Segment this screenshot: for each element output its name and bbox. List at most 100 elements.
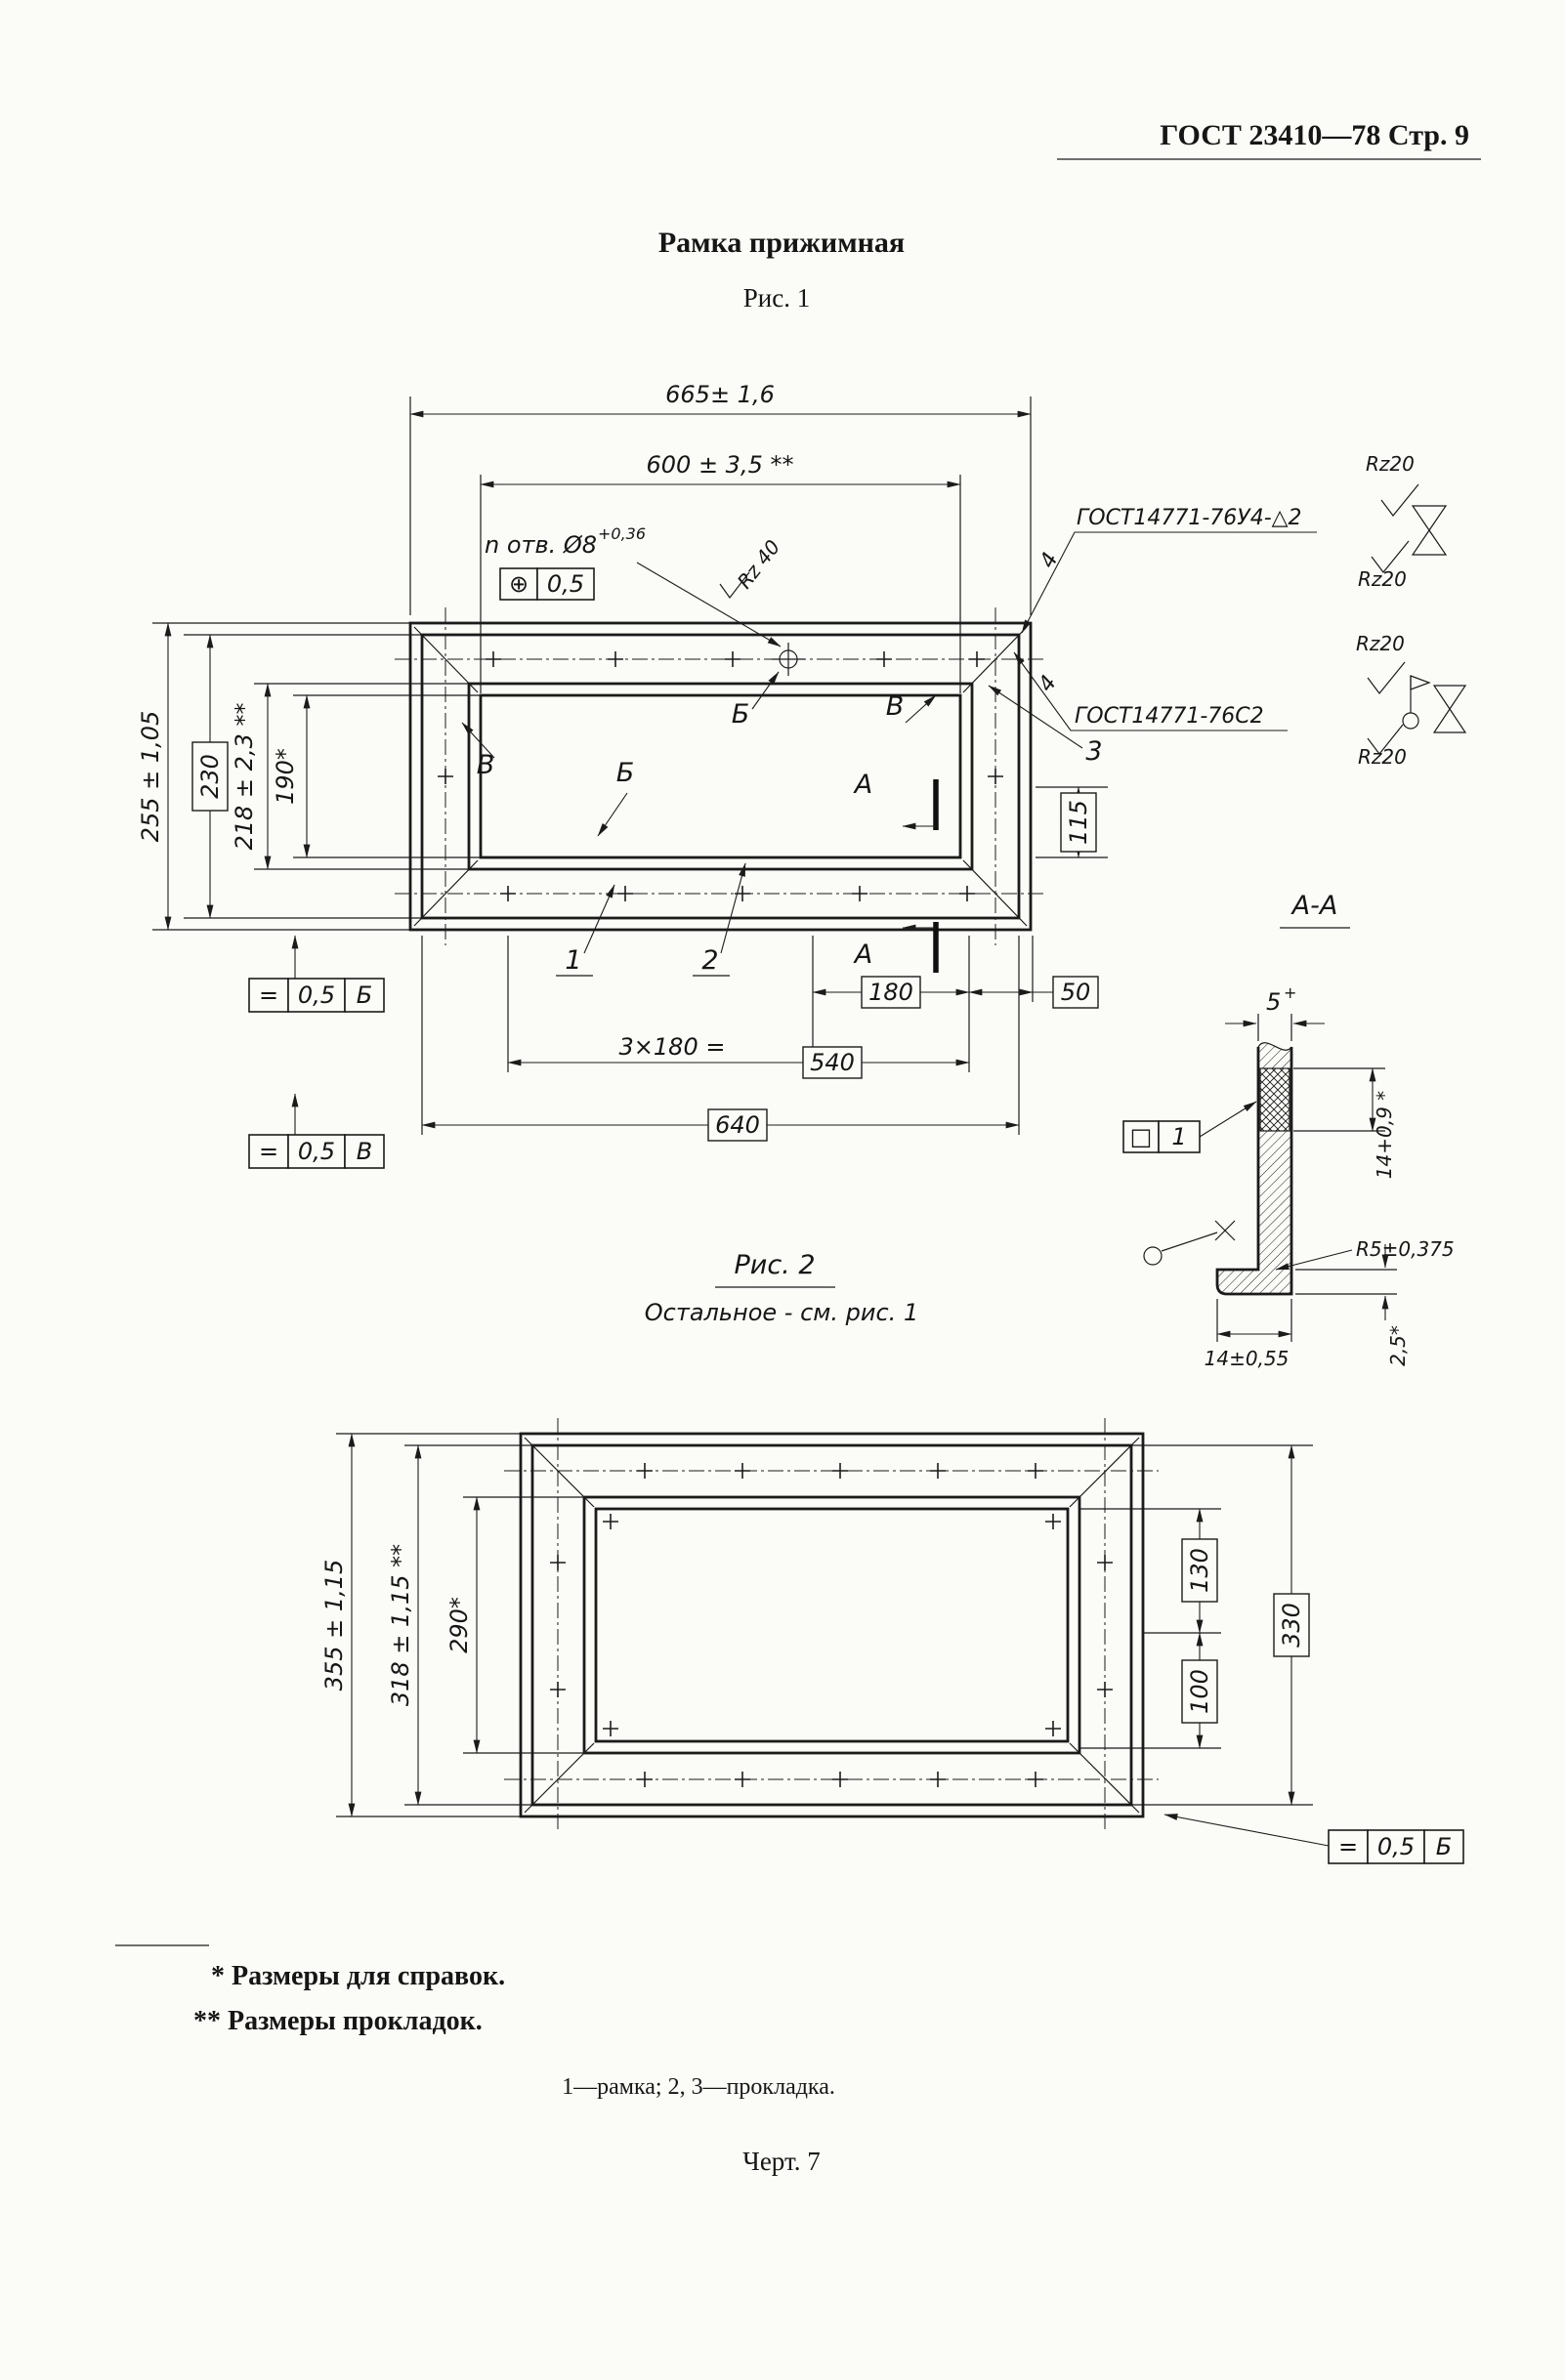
parallelism-value-b: 0,5 xyxy=(298,981,335,1009)
section-title: А-А xyxy=(1290,891,1338,921)
dim-25: 2,5* xyxy=(1386,1325,1410,1366)
dim-5: 5 xyxy=(1266,988,1281,1016)
flatness-value: 1 xyxy=(1171,1123,1186,1150)
dim-5-tolerance: + xyxy=(1284,983,1296,1002)
fig2-caption: Рис. 2 xyxy=(734,1250,815,1280)
part-label-2: 2 xyxy=(701,945,718,976)
parts-caption: 1—рамка; 2, 3—прокладка. xyxy=(562,2074,835,2100)
part-label-1: 1 xyxy=(565,945,581,976)
page-header: ГОСТ 23410—78 Стр. 9 xyxy=(1057,119,1481,160)
fig1-dim-665: 665± 1,6 xyxy=(409,381,1032,615)
dim-overall-height: 255 ± 1,05 xyxy=(137,711,164,843)
parallelism-icon: = xyxy=(1338,1833,1358,1860)
dim-640: 640 xyxy=(715,1111,760,1139)
dim-50: 50 xyxy=(1061,979,1091,1006)
fig2-note: Остальное - см. рис. 1 xyxy=(645,1299,918,1326)
fig1-dim-115: 115 xyxy=(1036,786,1108,858)
dim-14-gasket: 14+0,9 * xyxy=(1373,1091,1396,1179)
fig1-section-marks: А А xyxy=(853,770,939,973)
fig1-weld-finish-marks-side: Rz20 Rz20 xyxy=(1356,632,1467,769)
fig1-dims-bottom: 180 50 3×180 = 540 640 xyxy=(421,936,1099,1142)
section-label-a-top: А xyxy=(853,770,872,800)
footnotes: * Размеры для справок. ** Размеры прокла… xyxy=(115,1944,835,2176)
rz40-label: Rz 40 xyxy=(733,535,785,593)
fig1-caption: Рис. 1 xyxy=(743,283,810,313)
dim-540: 540 xyxy=(810,1049,855,1076)
part-label-3: 3 xyxy=(1085,736,1102,767)
dim-gasket-height: 318 ± 1,15 ** xyxy=(387,1544,414,1706)
fig1-fcf-parallel-b: = 0,5 Б xyxy=(248,935,385,1013)
dim-14-foot: 14±0,55 xyxy=(1205,1347,1290,1370)
rz20-label: Rz20 xyxy=(1366,452,1415,476)
fig1-part-labels: 1 2 xyxy=(556,862,746,977)
parallelism-datum-b: Б xyxy=(357,981,372,1009)
section-dim-r5: R5±0,375 xyxy=(1275,1237,1455,1271)
flatness-icon: □ xyxy=(1130,1123,1153,1150)
section-a-a: А-А 5 + □ 1 14+0,9 * xyxy=(1122,891,1455,1370)
fig2-weld-stitch-marks xyxy=(549,1462,1114,1788)
fig1-view-labels: В Б Б В xyxy=(461,671,937,837)
dim-115: 115 xyxy=(1065,800,1092,845)
fig1-dims-left: 255 ± 1,05 230 218 ± 2,3 ** 190* xyxy=(137,622,481,931)
parallelism-value-v: 0,5 xyxy=(298,1138,335,1165)
roughness-check-icon xyxy=(1371,540,1410,573)
rz20-label: Rz20 xyxy=(1358,745,1407,769)
dim-overall-width: 665± 1,6 xyxy=(665,381,775,408)
page-title: Рамка прижимная xyxy=(658,227,905,259)
weld-flag-icon xyxy=(1410,675,1431,690)
section-dim-25: 2,5* xyxy=(1295,1244,1410,1366)
weld-bowtie-icon xyxy=(1432,685,1467,733)
sheet-caption: Черт. 7 xyxy=(742,2147,820,2176)
section-dim-5: 5 + xyxy=(1225,983,1325,1041)
footnote-1: * Размеры для справок. xyxy=(211,1961,505,1991)
roughness-check-icon xyxy=(719,571,750,600)
dim-frame-height: 230 xyxy=(196,754,224,799)
parallelism-datum: Б xyxy=(1436,1833,1452,1860)
weld-machined-icon xyxy=(1143,1246,1163,1266)
datum-label-g2: Б xyxy=(732,699,750,730)
page-header-text: ГОСТ 23410—78 Стр. 9 xyxy=(1160,119,1469,151)
dim-330: 330 xyxy=(1278,1603,1305,1648)
weld-all-around-icon xyxy=(1402,712,1419,730)
dim-spacing: 3×180 = xyxy=(619,1033,726,1061)
fig1-dim-600: 600 ± 3,5 ** xyxy=(480,451,961,693)
footnote-2: ** Размеры прокладок. xyxy=(193,2006,483,2036)
roughness-check-icon xyxy=(1367,661,1406,694)
fig2-centerlines xyxy=(504,1418,1159,1832)
dim-r5: R5±0,375 xyxy=(1356,1237,1455,1261)
fig2-dims-right: 130 100 330 xyxy=(1079,1444,1313,1806)
dim-opening-height: 190* xyxy=(272,748,299,805)
roughness-check-icon xyxy=(1367,724,1404,755)
gasket-crosshatch xyxy=(1259,1067,1290,1132)
fig2-fcf-parallel: = 0,5 Б xyxy=(1163,1814,1464,1864)
hole-tolerance: +0,36 xyxy=(598,524,646,543)
weld-size-side: 4 xyxy=(1034,671,1062,696)
position-tolerance-value: 0,5 xyxy=(547,570,584,598)
weld-spec-top: ГОСТ14771-76У4-△2 xyxy=(1077,506,1302,530)
fig2-frame-outline xyxy=(519,1432,1145,1818)
datum-label-v1: В xyxy=(477,750,495,780)
parallelism-datum-v: В xyxy=(357,1138,372,1165)
dim-gasket-width: 600 ± 3,5 ** xyxy=(647,451,794,479)
fig1-hole-callout: n отв. Ø8 +0,36 Rz 40 ⊕ 0,5 xyxy=(485,524,784,647)
parallelism-value: 0,5 xyxy=(1377,1833,1415,1860)
section-label-a-bottom: А xyxy=(853,939,872,970)
figure-1: 665± 1,6 600 ± 3,5 ** n отв. Ø8 +0,36 Rz… xyxy=(137,381,1467,1169)
section-weld-machined-symbol xyxy=(1143,1220,1236,1266)
rz20-label: Rz20 xyxy=(1356,632,1405,655)
weld-bowtie-icon xyxy=(1411,505,1448,556)
datum-label-g1: Б xyxy=(616,758,635,788)
fig1-weld-finish-marks-top: Rz20 Rz20 xyxy=(1358,452,1448,591)
dim-overall-height: 355 ± 1,15 xyxy=(320,1560,348,1691)
parallelism-icon: = xyxy=(259,981,278,1009)
figure-2: Рис. 2 Остальное - см. рис. 1 xyxy=(320,1250,1464,1864)
section-dim-14-gasket: 14+0,9 * xyxy=(1293,1067,1396,1179)
parallelism-icon: = xyxy=(259,1138,278,1165)
dim-100: 100 xyxy=(1186,1669,1213,1714)
dim-opening-height: 290* xyxy=(445,1597,473,1653)
fig1-frame-outline xyxy=(408,621,1033,932)
fig2-dims-left: 355 ± 1,15 318 ± 1,15 ** 290* xyxy=(320,1433,584,1817)
datum-label-v2: В xyxy=(886,691,905,722)
